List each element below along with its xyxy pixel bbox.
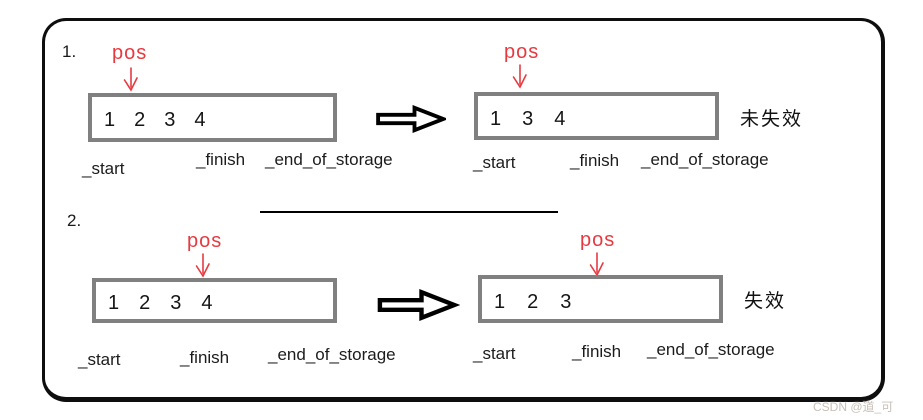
finish-pointer-label: _finish bbox=[180, 348, 230, 367]
end-of-storage-pointer-label: _end_of_storage bbox=[641, 150, 769, 169]
pos-label: pos bbox=[504, 41, 540, 63]
pos-down-arrow-icon bbox=[123, 67, 138, 92]
status-label-invalid: 失效 bbox=[744, 291, 787, 312]
transform-block-arrow-icon bbox=[376, 105, 446, 133]
cell-value: 2 bbox=[134, 109, 146, 131]
pos-label: pos bbox=[187, 230, 223, 252]
transform-block-arrow-icon bbox=[377, 289, 460, 321]
start-pointer-label: _start bbox=[78, 350, 121, 369]
start-pointer-label: _start bbox=[82, 159, 125, 178]
status-label-valid: 未失效 bbox=[740, 109, 804, 130]
vector-cells: 1 2 3 4 bbox=[104, 97, 206, 138]
vector-box-2-before: 1 2 3 4 bbox=[92, 278, 337, 323]
start-pointer-label: _start bbox=[473, 153, 516, 172]
vector-box-1-before: 1 2 3 4 bbox=[88, 93, 337, 142]
cell-value: 4 bbox=[201, 292, 213, 314]
finish-pointer-label: _finish bbox=[570, 151, 620, 170]
cell-value: 3 bbox=[522, 107, 534, 130]
cell-value: 3 bbox=[164, 109, 176, 131]
cell-value: 1 bbox=[104, 109, 116, 131]
end-of-storage-pointer-label: _end_of_storage bbox=[647, 340, 775, 359]
finish-pointer-label: _finish bbox=[196, 150, 246, 169]
cell-value: 2 bbox=[527, 290, 539, 313]
section-divider bbox=[260, 211, 558, 213]
cell-value: 4 bbox=[194, 109, 206, 131]
section-2-number: 2. bbox=[67, 211, 82, 230]
cell-value: 1 bbox=[490, 107, 502, 130]
end-of-storage-pointer-label: _end_of_storage bbox=[265, 150, 393, 169]
finish-pointer-label: _finish bbox=[572, 342, 622, 361]
outer-frame bbox=[42, 18, 885, 402]
cell-value: 4 bbox=[554, 107, 566, 130]
start-pointer-label: _start bbox=[473, 344, 516, 363]
cell-value: 1 bbox=[494, 290, 506, 313]
vector-cells: 1 2 3 4 bbox=[108, 282, 213, 319]
vector-cells: 1 2 3 bbox=[494, 279, 571, 319]
section-1-number: 1. bbox=[62, 42, 77, 61]
vector-cells: 1 3 4 bbox=[490, 96, 565, 136]
cell-value: 3 bbox=[170, 292, 182, 314]
vector-box-2-after: 1 2 3 bbox=[478, 275, 723, 323]
pos-down-arrow-icon bbox=[195, 253, 210, 278]
cell-value: 1 bbox=[108, 292, 120, 314]
pos-label: pos bbox=[112, 42, 148, 64]
pos-label: pos bbox=[580, 229, 616, 251]
end-of-storage-pointer-label: _end_of_storage bbox=[268, 345, 396, 364]
watermark: CSDN @道_可 bbox=[813, 400, 894, 414]
vector-box-1-after: 1 3 4 bbox=[474, 92, 719, 140]
pos-down-arrow-icon bbox=[512, 64, 527, 89]
cell-value: 3 bbox=[560, 290, 572, 313]
cell-value: 2 bbox=[139, 292, 151, 314]
